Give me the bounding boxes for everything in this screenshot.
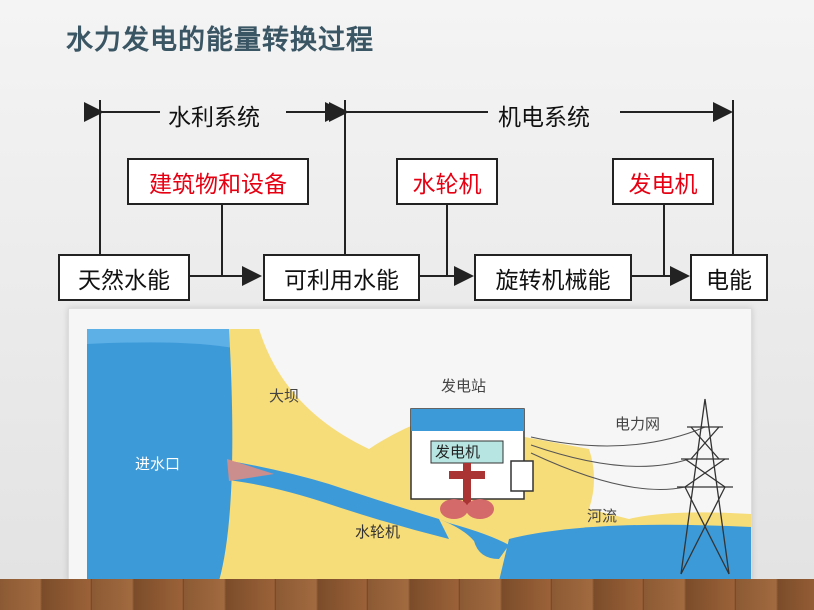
page-title: 水力发电的能量转换过程 bbox=[66, 25, 374, 56]
hydropower-illustration: 大坝 发电站 发电机 电力网 进水口 河流 水轮机 bbox=[68, 308, 752, 582]
natural-water-energy-box: 天然水能 bbox=[58, 254, 190, 301]
dam-label: 大坝 bbox=[269, 387, 299, 405]
water-intake-label: 进水口 bbox=[135, 455, 180, 473]
power-station-label: 发电站 bbox=[441, 377, 486, 395]
electric-energy-box: 电能 bbox=[690, 254, 768, 301]
power-grid-label: 电力网 bbox=[615, 415, 660, 433]
rotational-mechanical-energy-box: 旋转机械能 bbox=[474, 254, 632, 301]
turbine-box: 水轮机 bbox=[396, 158, 498, 205]
generator-box: 发电机 bbox=[612, 158, 714, 205]
usable-water-energy-box: 可利用水能 bbox=[263, 254, 420, 301]
generator-label: 发电机 bbox=[435, 443, 480, 461]
hydropower-scene: 大坝 发电站 发电机 电力网 进水口 河流 水轮机 bbox=[87, 329, 751, 581]
river-label: 河流 bbox=[587, 507, 617, 525]
water-system-label: 水利系统 bbox=[168, 105, 260, 131]
building-equipment-box: 建筑物和设备 bbox=[127, 158, 309, 205]
wood-floor bbox=[0, 579, 814, 610]
flow-connectors bbox=[84, 100, 734, 286]
electromech-system-label: 机电系统 bbox=[498, 105, 590, 131]
turbine-label: 水轮机 bbox=[355, 523, 400, 541]
